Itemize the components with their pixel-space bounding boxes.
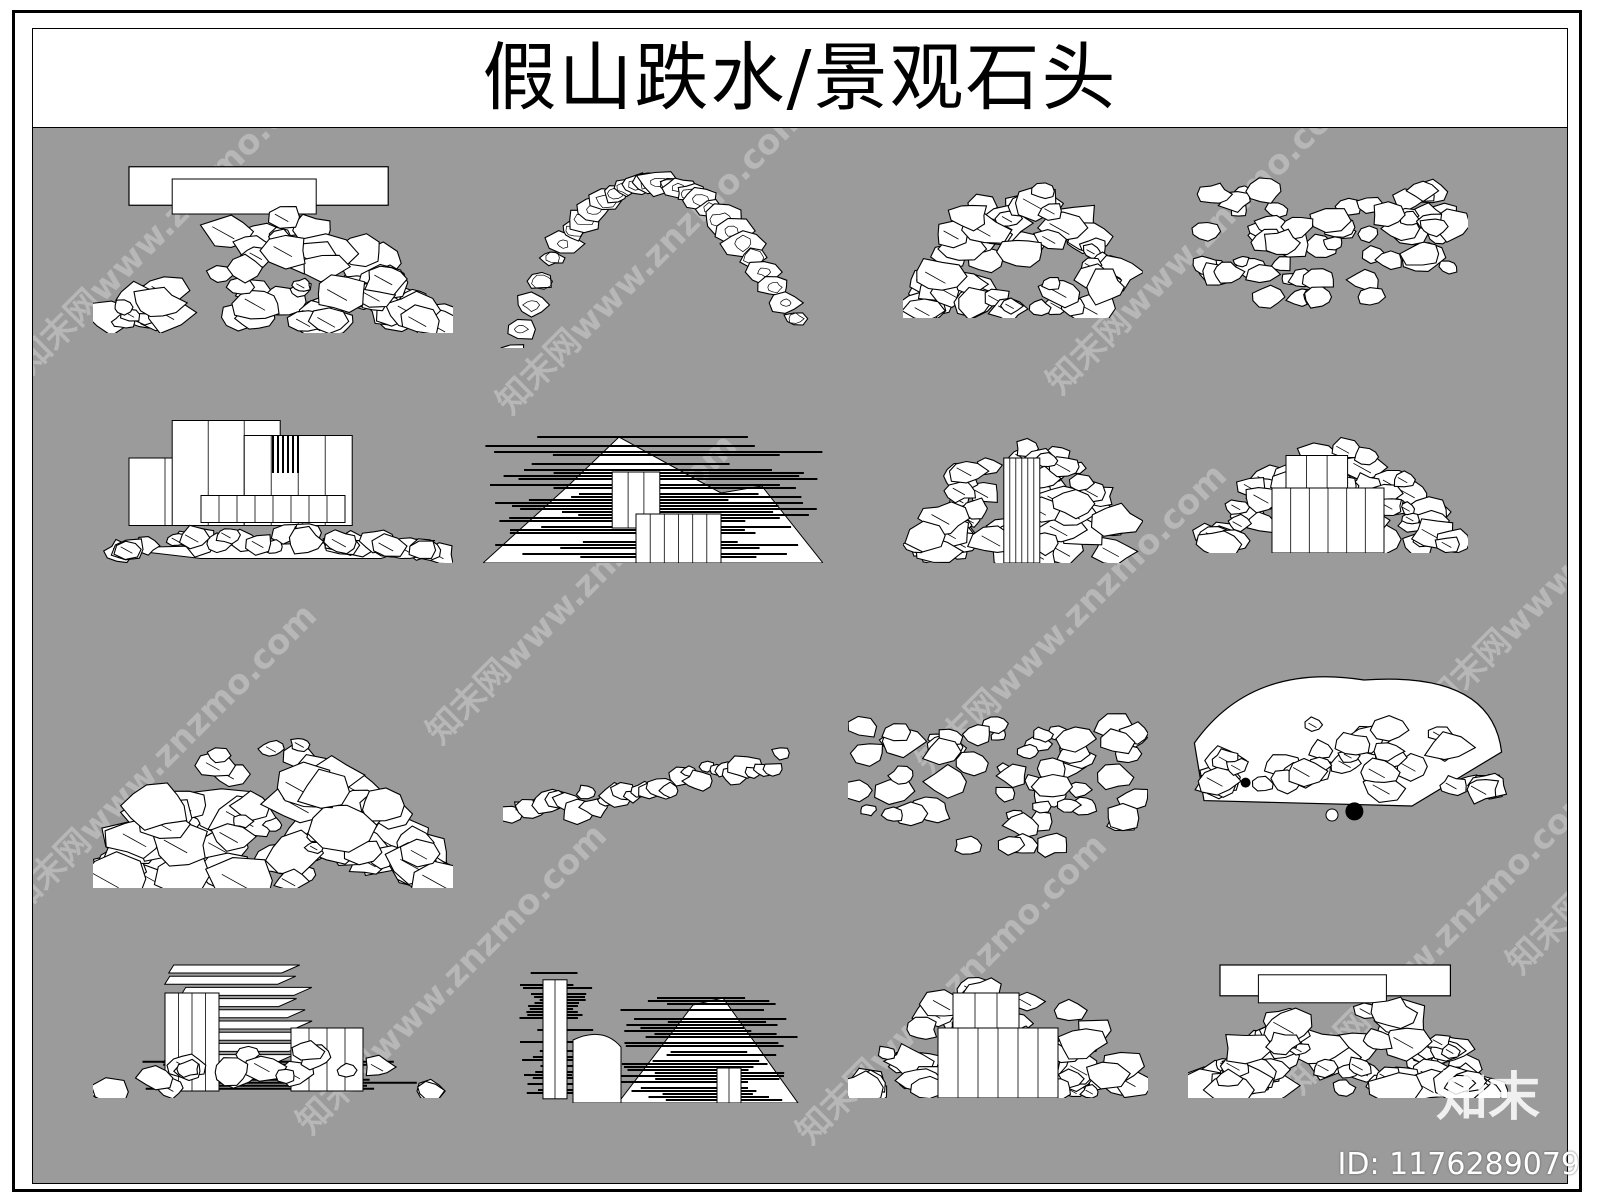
rockery-layered-elevation-1 [93, 958, 453, 1098]
rockery-stream-plan [503, 728, 803, 848]
image-id-label: ID: 1176289079 [1337, 1147, 1580, 1182]
rockery-wall-elevation [93, 413, 453, 563]
rockery-mound-plan-2-svg [93, 738, 453, 888]
title-band: 假山跌水/景观石头 [33, 29, 1567, 128]
rockery-wall-elevation-svg [102, 420, 453, 563]
rockery-layered-elevation-2 [513, 963, 813, 1103]
rockery-cluster-plan-1-svg [1191, 177, 1468, 309]
rockery-stepped-elevation-2-svg [848, 976, 1148, 1098]
brand-logo: 知末 [1435, 1067, 1540, 1128]
rockery-waterfall-elevation-3 [1188, 958, 1508, 1098]
rockery-pond-plan-svg [1193, 676, 1508, 822]
rockery-mound-plan-1-svg [903, 182, 1143, 318]
page-title: 假山跌水/景观石头 [482, 35, 1118, 121]
outer-frame [12, 10, 1582, 1192]
rockery-stream-plan-svg [503, 747, 790, 826]
rockery-waterfall-elevation-1 [93, 158, 453, 333]
rockery-waterfall-elevation-1-svg [93, 166, 453, 333]
rockery-waterfall-elevation-3-svg [1188, 964, 1508, 1098]
rockery-mountain-elevation-1-svg [483, 436, 823, 563]
rockery-pond-plan [1188, 653, 1508, 833]
rockery-mountain-elevation-1 [483, 423, 823, 563]
rockery-stepped-elevation-2 [848, 958, 1148, 1098]
rockery-layered-elevation-1-svg [93, 964, 446, 1098]
rockery-stepped-elevation-1-svg [1192, 436, 1468, 553]
rockery-waterfall-elevation-2 [903, 423, 1143, 563]
rockery-arch-plan [483, 153, 823, 348]
rockery-arch-plan-svg [500, 171, 809, 348]
rockery-mound-plan-2 [93, 708, 453, 888]
rockery-mound-plan-1 [903, 153, 1143, 318]
rockery-layered-elevation-2-svg [519, 972, 799, 1103]
rockery-cluster-plan-2 [848, 683, 1148, 863]
inner-frame [32, 28, 1568, 1184]
rockery-cluster-plan-1 [1188, 153, 1468, 313]
rockery-waterfall-elevation-2-svg [903, 437, 1143, 563]
rockery-stepped-elevation-1 [1188, 423, 1468, 553]
rockery-cluster-plan-2-svg [848, 713, 1148, 858]
